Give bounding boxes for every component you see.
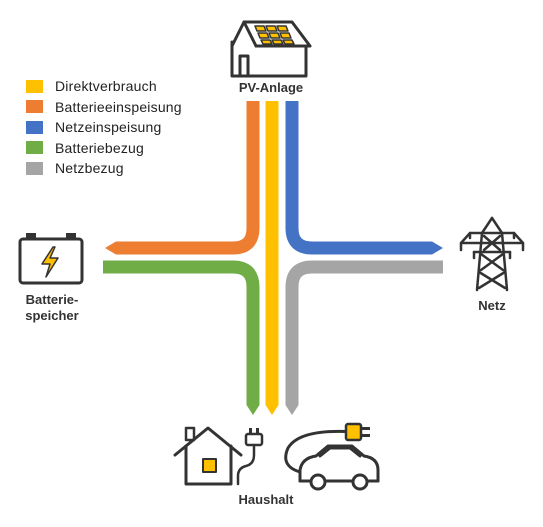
- electric-car-icon: [284, 429, 380, 491]
- legend-swatch: [26, 141, 43, 155]
- arrow-netzbezug: [285, 405, 299, 415]
- legend-item-direktverbrauch: Direktverbrauch: [26, 76, 182, 97]
- legend-label: Batteriebezug: [55, 139, 144, 156]
- legend-label: Batterieeinspeisung: [55, 98, 182, 115]
- pv-label: PV-Anlage: [238, 80, 304, 95]
- flow-batteriebezug: [103, 260, 260, 405]
- battery-label-line1: Batterie-: [25, 292, 79, 307]
- arrow-netzeinspeisung: [432, 241, 443, 255]
- legend: Direktverbrauch Batterieeinspeisung Netz…: [26, 76, 182, 179]
- legend-label: Direktverbrauch: [55, 78, 157, 95]
- flow-netzbezug: [285, 260, 443, 405]
- power-tower-icon: [459, 216, 525, 292]
- arrow-batteriebezug: [246, 405, 260, 415]
- legend-label: Netzbezug: [55, 160, 124, 177]
- house-with-solar-panels-icon: [230, 20, 312, 78]
- battery-icon: [18, 233, 84, 285]
- lightning-bolt-icon: [41, 246, 59, 278]
- legend-item-netzbezug: Netzbezug: [26, 158, 182, 179]
- legend-item-batterieeinspeisung: Batterieeinspeisung: [26, 97, 182, 118]
- grid-label: Netz: [478, 298, 506, 313]
- plug-icon: [236, 428, 264, 486]
- arrow-direktverbrauch: [265, 405, 279, 415]
- legend-item-netzeinspeisung: Netzeinspeisung: [26, 117, 182, 138]
- legend-swatch: [26, 100, 43, 114]
- flow-batterieeinspeisung: [116, 101, 260, 255]
- legend-swatch: [26, 79, 43, 93]
- legend-swatch: [26, 161, 43, 175]
- battery-label: Batterie- speicher: [12, 292, 92, 324]
- legend-item-batteriebezug: Batteriebezug: [26, 138, 182, 159]
- house-icon: [173, 426, 243, 486]
- flow-netzeinspeisung: [285, 101, 432, 255]
- legend-label: Netzeinspeisung: [55, 119, 162, 136]
- flow-bands: [103, 101, 443, 415]
- household-label: Haushalt: [238, 492, 294, 507]
- arrow-batterieeinspeisung: [105, 241, 116, 255]
- battery-label-line2: speicher: [25, 308, 79, 323]
- charger-plug-icon: [344, 422, 370, 442]
- legend-swatch: [26, 120, 43, 134]
